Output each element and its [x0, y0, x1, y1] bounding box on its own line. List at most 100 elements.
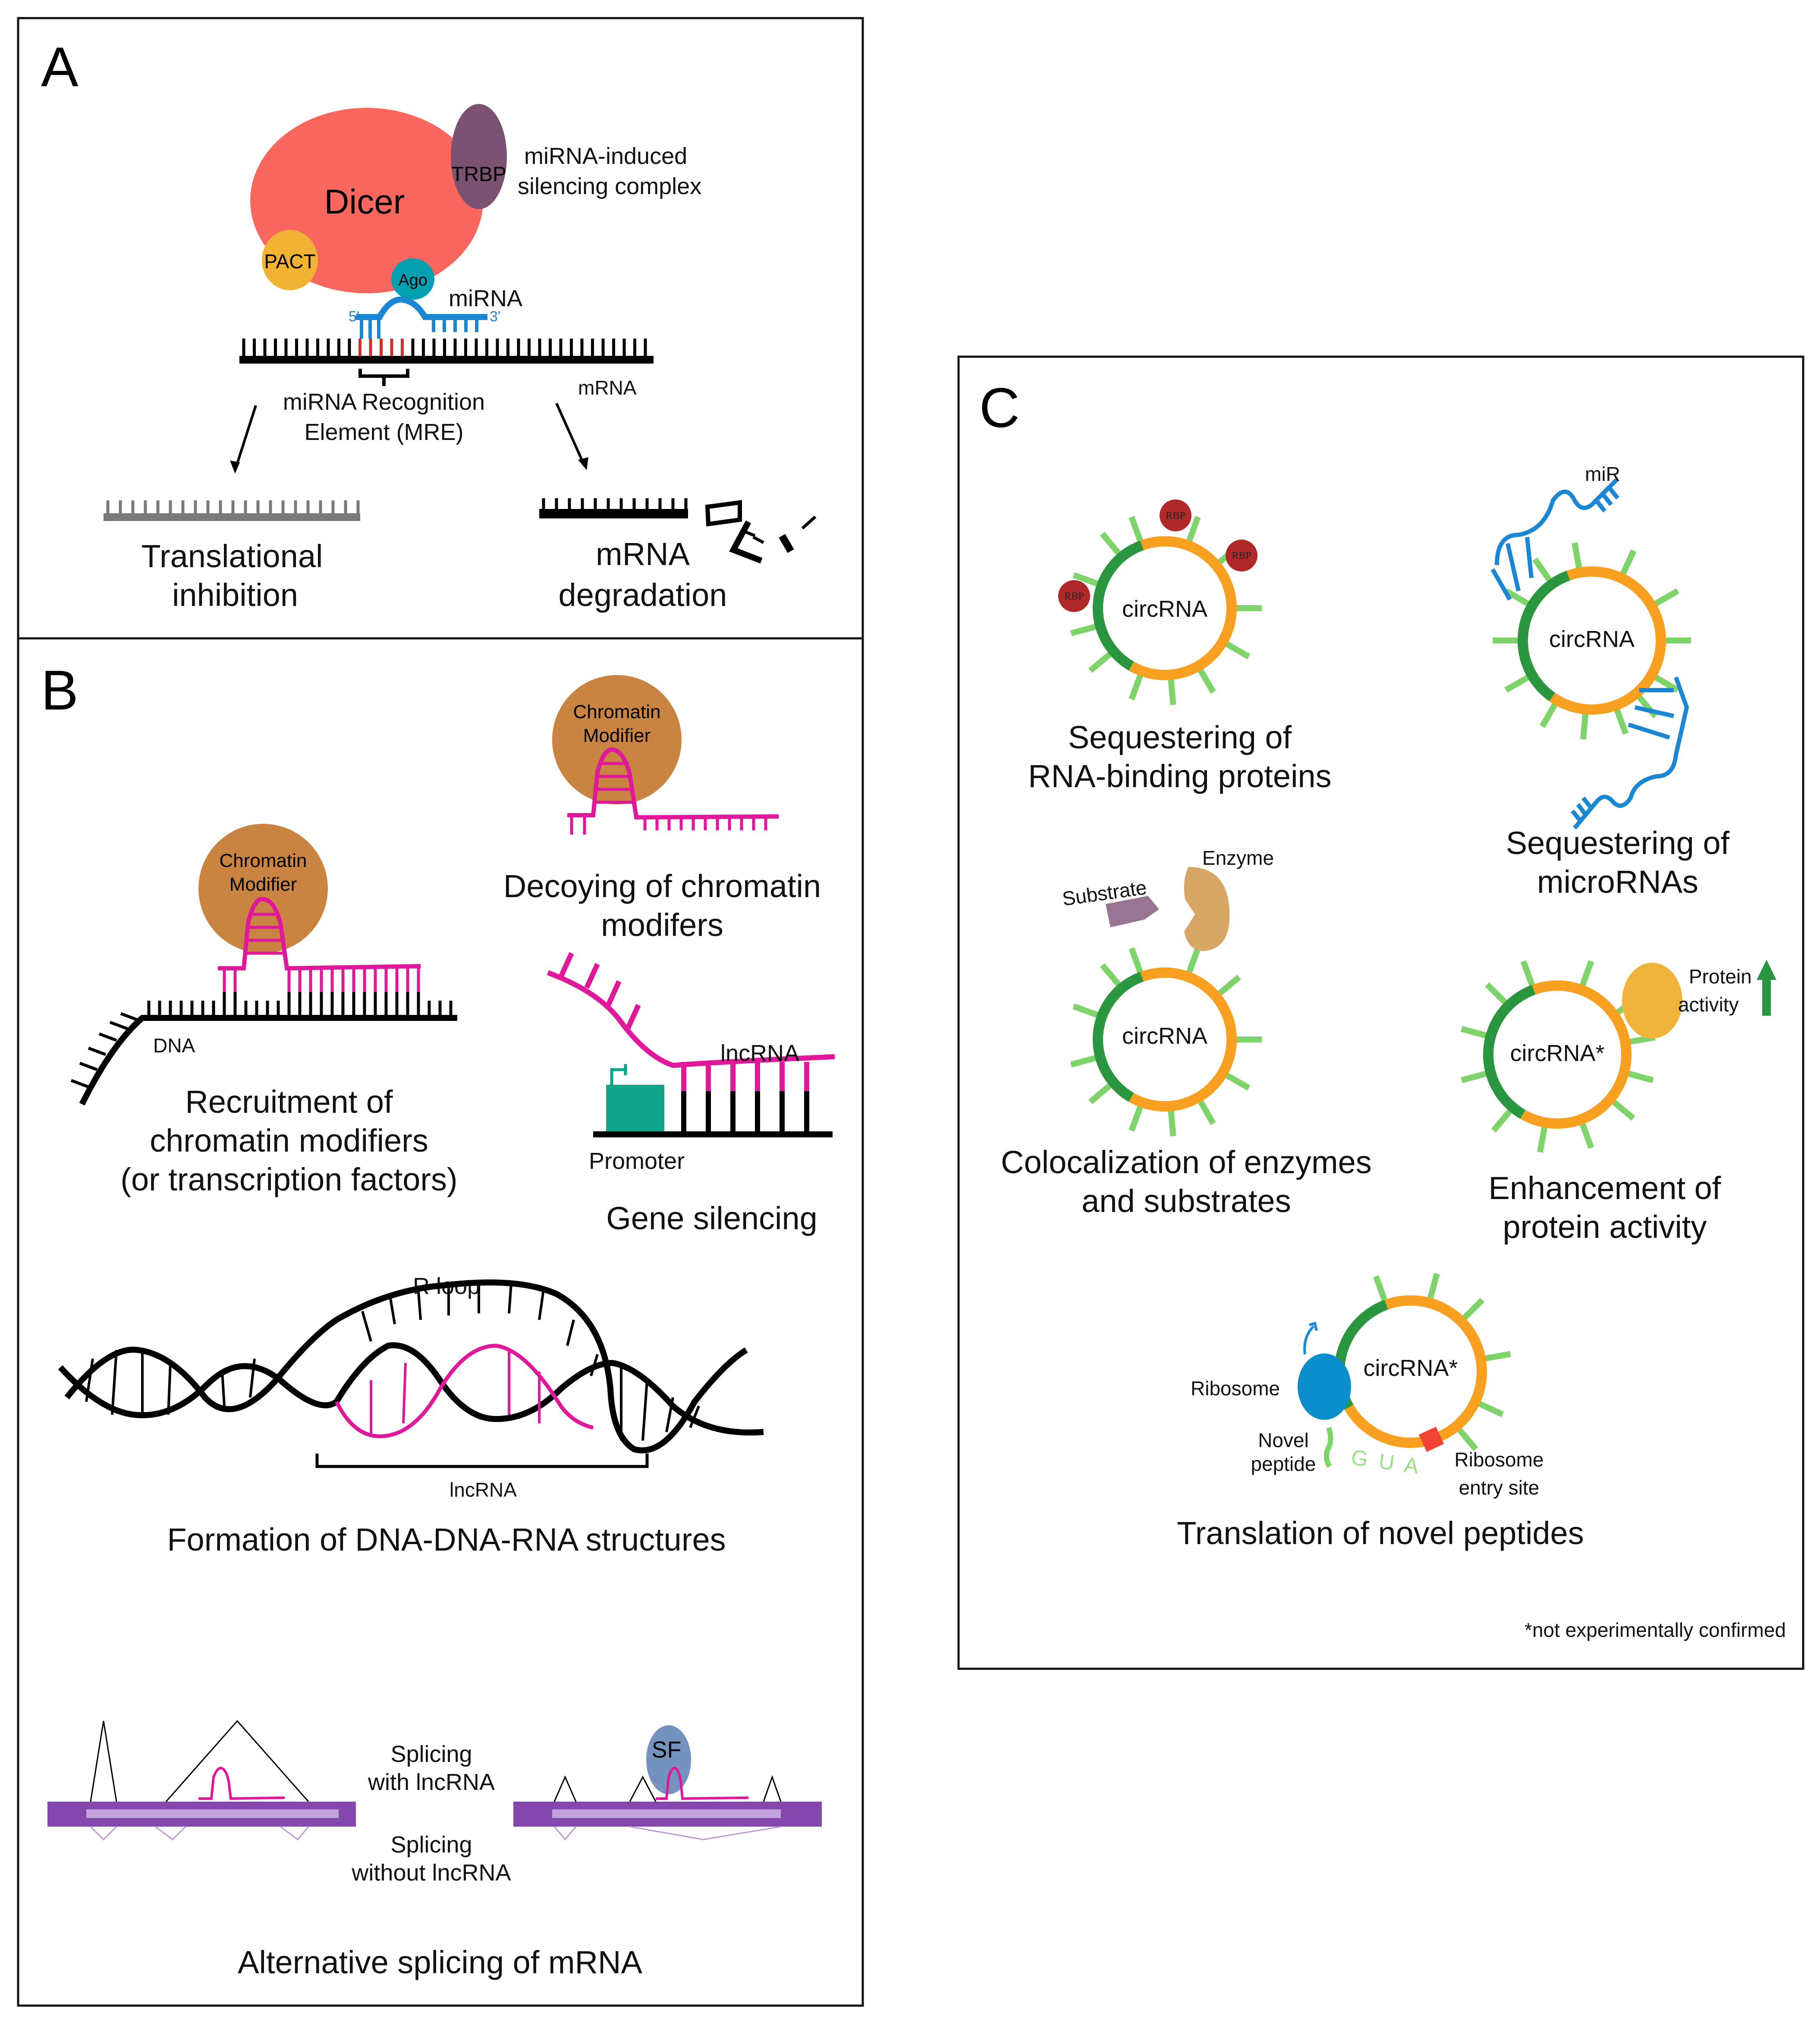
- dicer-label: Dicer: [324, 182, 405, 221]
- decoy-modifier-text-1: Chromatin: [573, 701, 661, 722]
- chromatin-modifier-recruitment: [198, 824, 328, 953]
- ribosome-shape: [1298, 1353, 1351, 1420]
- ires-marker: [1418, 1426, 1444, 1452]
- alt-splicing-caption: Alternative splicing of mRNA: [238, 1944, 642, 1980]
- five-prime-label: 5': [349, 308, 359, 325]
- sf-label: SF: [651, 1737, 681, 1763]
- circrna-exon-segment: [1093, 540, 1144, 671]
- rloop-rung: [508, 1283, 512, 1314]
- decoy-rungs: [570, 762, 767, 835]
- circrna-spoke: [1477, 1400, 1504, 1417]
- circrna-mir: [1493, 542, 1691, 740]
- circrna-protein: [1461, 960, 1656, 1153]
- recruitment-caption-3: (or transcription factors): [120, 1162, 457, 1197]
- rloop-rung: [221, 1371, 226, 1407]
- coloc-caption-1: Colocalization of enzymes: [1001, 1144, 1372, 1180]
- circrna-spoke: [1653, 588, 1679, 607]
- circrna-spoke: [1198, 1099, 1216, 1125]
- lncrna-silencing: [547, 970, 835, 1068]
- lncrna-decoy: [567, 747, 779, 820]
- lncrna-hairpin-recruitment: [218, 897, 421, 971]
- formation-caption: Formation of DNA-DNA-RNA structures: [167, 1522, 726, 1557]
- circrna-spoke: [1217, 975, 1241, 996]
- seq-rbp-caption-2: RNA-binding proteins: [1028, 758, 1331, 794]
- svg-text:RBP: RBP: [1232, 550, 1251, 562]
- rloop-rung: [590, 1354, 599, 1376]
- translational-inhibition-line2: inhibition: [172, 577, 298, 613]
- circrna-spoke: [1484, 1351, 1511, 1362]
- mirna-label: miRNA: [449, 286, 522, 311]
- arrowhead-inhibition: [230, 461, 240, 474]
- circrna-spoke: [1128, 516, 1144, 543]
- novel-peptide-2: peptide: [1251, 1453, 1316, 1475]
- panel-b: B Chromatin Modifier DNA Recruitment of …: [17, 637, 864, 2007]
- circrna-spoke: [1579, 1122, 1594, 1149]
- splicing-with-line1: Splicing: [390, 1741, 472, 1767]
- lncrna-base-tick: [625, 1004, 641, 1030]
- mrna-bases: [242, 339, 647, 356]
- circrna-spoke: [1100, 963, 1122, 987]
- lncrna-hairpin-rungs: [245, 913, 285, 955]
- circrna-rbp: [1070, 516, 1262, 705]
- circrna-spoke: [1462, 1297, 1485, 1321]
- circrna-spoke: [1225, 1072, 1251, 1091]
- chromatin-modifier-text-1: Chromatin: [220, 850, 307, 871]
- circrna-spoke: [1128, 674, 1144, 700]
- circrna-spoke: [1168, 678, 1176, 705]
- circrna-spoke: [1653, 674, 1679, 693]
- chromatin-modifier-decoy: [552, 675, 682, 804]
- circrna-spoke: [1225, 641, 1251, 659]
- decoy-caption-2: modifers: [601, 907, 723, 943]
- degraded-mrna-backbone: [539, 509, 688, 518]
- enzyme-shape: [1184, 867, 1230, 951]
- circrna-spoke: [1427, 1273, 1440, 1300]
- protein-shape: [1622, 963, 1682, 1039]
- dna-base-tick: [79, 1061, 98, 1071]
- mirna-bases: [360, 317, 478, 339]
- mirna-strand: [356, 296, 487, 320]
- coloc-caption-2: and substrates: [1081, 1183, 1291, 1219]
- ires-label-1: Ribosome: [1454, 1448, 1543, 1471]
- circrna-spoke: [1128, 947, 1144, 974]
- mir-label: miR: [1585, 463, 1620, 485]
- arrow-to-degradation: [555, 402, 586, 467]
- rloop-rung: [538, 1289, 545, 1320]
- protein-label-2: activity: [1678, 993, 1739, 1016]
- circrna-spoke: [1579, 960, 1594, 987]
- rloop-lncrna-bracket: [315, 1454, 649, 1468]
- circrna-spoke: [1491, 1108, 1513, 1133]
- silencing-rungs: [558, 952, 809, 1134]
- mrna-degradation-line2: degradation: [559, 577, 727, 613]
- circrna-spoke: [1088, 1083, 1113, 1104]
- rloop-rung: [665, 1397, 674, 1432]
- circrna-spoke: [1461, 1026, 1487, 1039]
- mre-label-line2: Element (MRE): [304, 419, 463, 445]
- rloop-rung: [361, 1311, 372, 1342]
- protein-label-1: Protein: [1689, 965, 1752, 988]
- recruitment-caption-2: chromatin modifiers: [150, 1123, 428, 1159]
- circrna-spoke: [1485, 982, 1508, 1005]
- footnote: *not experimentally confirmed: [1525, 1619, 1786, 1641]
- circrna-spoke: [1572, 542, 1582, 569]
- rloop-rung: [389, 1298, 396, 1325]
- rloop-rung: [566, 1319, 575, 1346]
- mrna-degradation-line1: mRNA: [596, 536, 690, 572]
- complex-label-line2: silencing complex: [518, 173, 701, 199]
- circrna-spoke: [1070, 623, 1097, 636]
- circrna-spoke: [1537, 1126, 1548, 1153]
- circrna-spoke: [1627, 1071, 1654, 1083]
- complex-label-line1: miRNA-induced: [524, 143, 687, 169]
- decoy-caption-1: Decoying of chromatin: [503, 868, 821, 904]
- trbp-protein: [451, 104, 507, 209]
- circrna-spoke: [1128, 1105, 1144, 1132]
- seq-mirna-caption-1: Sequestering of: [1506, 825, 1730, 861]
- circrna-label-4: circRNA*: [1510, 1040, 1604, 1066]
- circrna-exon-segment: [1093, 972, 1144, 1102]
- trbp-label: TRBP: [451, 163, 506, 186]
- circrna-spoke: [1539, 702, 1558, 728]
- inhibited-mrna-backbone: [104, 513, 360, 521]
- rloop-rung: [249, 1358, 256, 1398]
- arrow-to-inhibition: [234, 405, 257, 471]
- circrna-spoke: [1614, 708, 1629, 735]
- dna-base-tick: [88, 1046, 107, 1056]
